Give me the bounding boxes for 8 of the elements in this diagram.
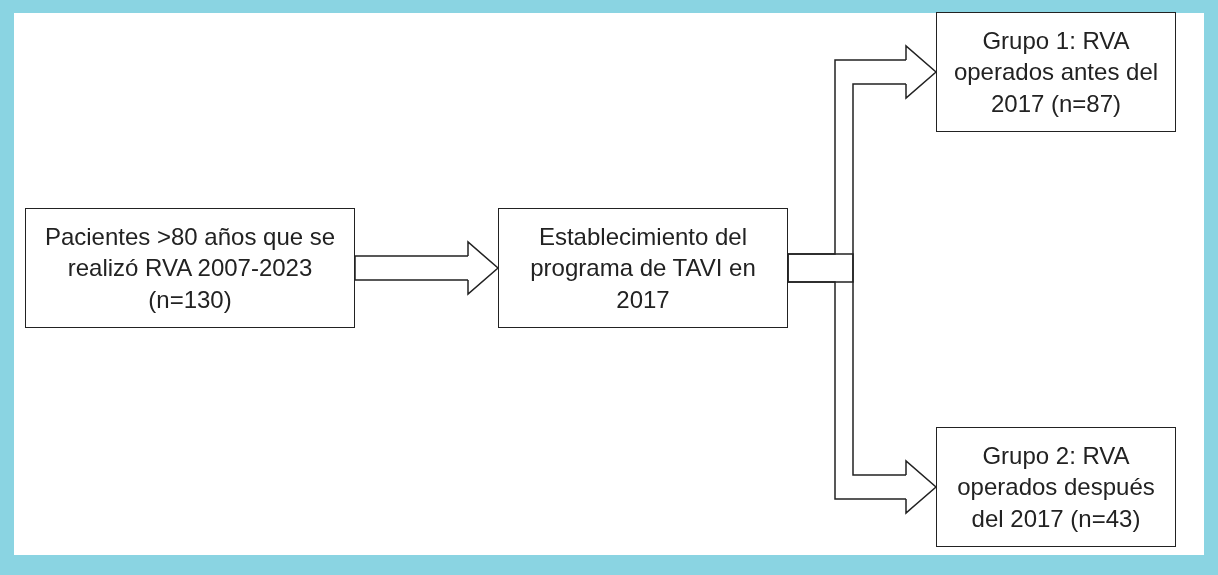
box-text: Grupo 2: RVA operados después del 2017 (n=43) — [956, 441, 1156, 534]
process-box — [25, 208, 355, 328]
process-box — [498, 208, 788, 328]
process-box — [936, 427, 1176, 547]
box-text: Grupo 1: RVA operados antes del 2017 (n=87) — [952, 26, 1160, 119]
box-text: Establecimiento del programa de TAVI en 2017 — [529, 222, 757, 315]
box-text: Pacientes >80 años que se realizó RVA 2007-2023 (n=130) — [43, 222, 337, 315]
process-box — [936, 12, 1176, 132]
